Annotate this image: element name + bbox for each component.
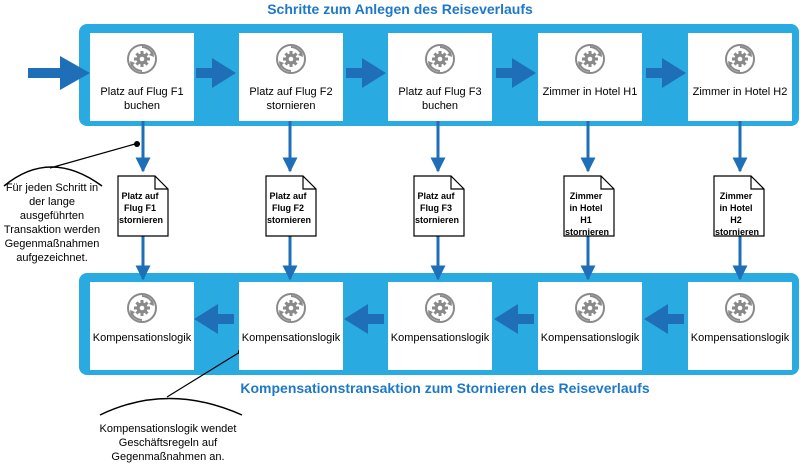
- gear-cycle-icon: [126, 43, 158, 75]
- gear-cycle-icon: [724, 292, 756, 324]
- compensation-label: Kompensationslogik: [92, 332, 192, 344]
- document-3: Platz auf Flug F3 stornieren: [413, 175, 465, 237]
- step-label: Platz auf Flug F1 buchen: [100, 86, 184, 112]
- gear-cycle-icon: [424, 292, 456, 324]
- step-card-4: Zimmer in Hotel H1: [538, 33, 642, 121]
- document-label: Platz auf Flug F3 stornieren: [415, 191, 460, 225]
- compensation-card-2: Kompensationslogik: [239, 282, 343, 370]
- top-title: Schritte zum Anlegen des Reiseverlaufs: [267, 1, 533, 17]
- step-card-5: Zimmer in Hotel H2: [688, 33, 792, 121]
- bottom-flow-arrows: [194, 304, 684, 334]
- compensation-card-5: Kompensationslogik: [688, 282, 792, 370]
- note-bottom: Kompensationslogik wendet Geschäftsregel…: [99, 423, 237, 463]
- entry-arrow: [28, 56, 90, 90]
- gear-cycle-icon: [574, 292, 606, 324]
- compensation-card-3: Kompensationslogik: [388, 282, 492, 370]
- gear-cycle-icon: [275, 43, 307, 75]
- vertical-arrows: [135, 118, 748, 281]
- step-card-2: Platz auf Flug F2 stornieren: [239, 33, 343, 121]
- callout-left: [3, 141, 140, 187]
- step-label: Zimmer in Hotel H1: [542, 86, 638, 98]
- compensation-label: Kompensationslogik: [540, 332, 640, 344]
- top-flow-arrows: [196, 58, 686, 88]
- step-card-3: Platz auf Flug F3 buchen: [388, 33, 492, 121]
- document-label: Platz auf Flug F1 stornieren: [119, 191, 164, 225]
- step-label: Zimmer in Hotel H2: [692, 86, 788, 98]
- gear-cycle-icon: [126, 292, 158, 324]
- document-label: Platz auf Flug F2 stornieren: [267, 191, 312, 225]
- document-4: Zimmer in Hotel H1 stornieren: [563, 175, 615, 237]
- gear-cycle-icon: [275, 292, 307, 324]
- compensation-card-1: Kompensationslogik: [90, 282, 194, 370]
- document-5: Zimmer in Hotel H2 stornieren: [713, 175, 765, 237]
- document-1: Platz auf Flug F1 stornieren: [117, 175, 169, 237]
- step-card-1: Platz auf Flug F1 buchen: [90, 33, 194, 121]
- document-2: Platz auf Flug F2 stornieren: [265, 175, 317, 237]
- document-label: Zimmer in Hotel H2 stornieren: [715, 191, 760, 237]
- bottom-title: Kompensationstransaktion zum Stornieren …: [240, 380, 650, 396]
- note-left: Für jeden Schritt in der lange ausgeführ…: [3, 182, 101, 264]
- compensation-label: Kompensationslogik: [690, 332, 790, 344]
- document-label: Zimmer in Hotel H1 stornieren: [565, 191, 610, 237]
- gear-cycle-icon: [574, 43, 606, 75]
- compensation-label: Kompensationslogik: [241, 332, 341, 344]
- step-label: Platz auf Flug F2 stornieren: [249, 86, 333, 112]
- compensation-label: Kompensationslogik: [390, 332, 490, 344]
- gear-cycle-icon: [424, 43, 456, 75]
- step-label: Platz auf Flug F3 buchen: [398, 86, 482, 112]
- gear-cycle-icon: [724, 43, 756, 75]
- compensation-card-4: Kompensationslogik: [538, 282, 642, 370]
